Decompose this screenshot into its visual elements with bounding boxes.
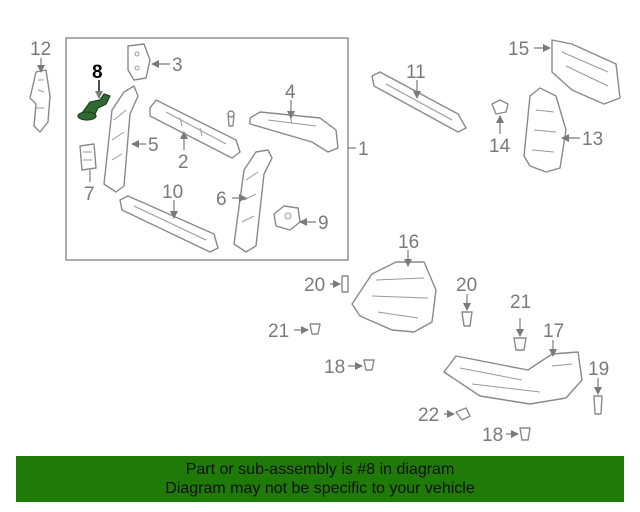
callout-16: 16	[398, 232, 419, 253]
part-11-crossmember	[371, 71, 467, 133]
part-13-panel	[523, 87, 567, 173]
callout-14: 14	[489, 136, 511, 157]
part-21-clip-a	[309, 323, 321, 335]
part-18-bolt-a	[363, 359, 375, 371]
part-20-clip-a	[341, 275, 349, 293]
part-7-clip	[79, 143, 97, 171]
callout-4: 4	[285, 82, 296, 103]
callout-12: 12	[30, 39, 51, 60]
part-3-bracket	[127, 43, 151, 81]
sub-assembly-frame	[65, 37, 349, 261]
part-22-nut	[455, 407, 471, 421]
callout-1: 1	[358, 139, 369, 160]
info-banner: Part or sub-assembly is #8 in diagram Di…	[16, 456, 624, 502]
callout-22: 22	[418, 405, 439, 426]
bolt-small	[227, 110, 235, 127]
callout-3: 3	[172, 55, 183, 76]
part-9-bracket	[273, 205, 301, 231]
part-16-cover	[351, 261, 437, 333]
callout-10: 10	[162, 182, 183, 203]
callout-9: 9	[318, 213, 329, 234]
callout-19: 19	[588, 359, 609, 380]
part-4-plate	[249, 111, 339, 153]
callout-18b: 18	[482, 425, 503, 446]
part-10-crossmember	[119, 195, 219, 253]
callout-20b: 20	[456, 275, 477, 296]
part-21-clip-b	[513, 337, 527, 351]
part-5-support	[103, 85, 139, 193]
part-6-support	[233, 149, 273, 253]
callout-2: 2	[178, 152, 189, 173]
banner-line-1: Part or sub-assembly is #8 in diagram	[185, 461, 455, 478]
callout-21b: 21	[510, 292, 531, 313]
part-12-bracket	[29, 69, 51, 133]
callout-15: 15	[508, 39, 529, 60]
part-19-bolt	[593, 395, 603, 415]
callout-21a: 21	[268, 321, 289, 342]
callout-6: 6	[216, 189, 227, 210]
callout-11: 11	[406, 62, 426, 83]
callout-5: 5	[148, 135, 159, 156]
part-18-bolt-b	[519, 427, 531, 441]
callout-7: 7	[84, 184, 95, 205]
parts-diagram: 1 2 3 4 5 6 7 8 9 10 11 12 13 14 15 16 1…	[29, 37, 621, 446]
part-2-crossmember	[149, 99, 241, 159]
callout-17: 17	[543, 321, 564, 342]
callout-18a: 18	[324, 357, 345, 378]
part-17-shield	[443, 351, 583, 405]
part-14-clip	[491, 99, 509, 115]
part-8-highlighted	[77, 93, 111, 121]
callout-13: 13	[582, 129, 603, 150]
part-20-clip-b	[461, 311, 473, 327]
banner-line-2: Diagram may not be specific to your vehi…	[165, 480, 475, 497]
callout-8-highlighted: 8	[92, 62, 103, 83]
part-15-duct	[551, 39, 621, 105]
callout-20a: 20	[304, 275, 325, 296]
